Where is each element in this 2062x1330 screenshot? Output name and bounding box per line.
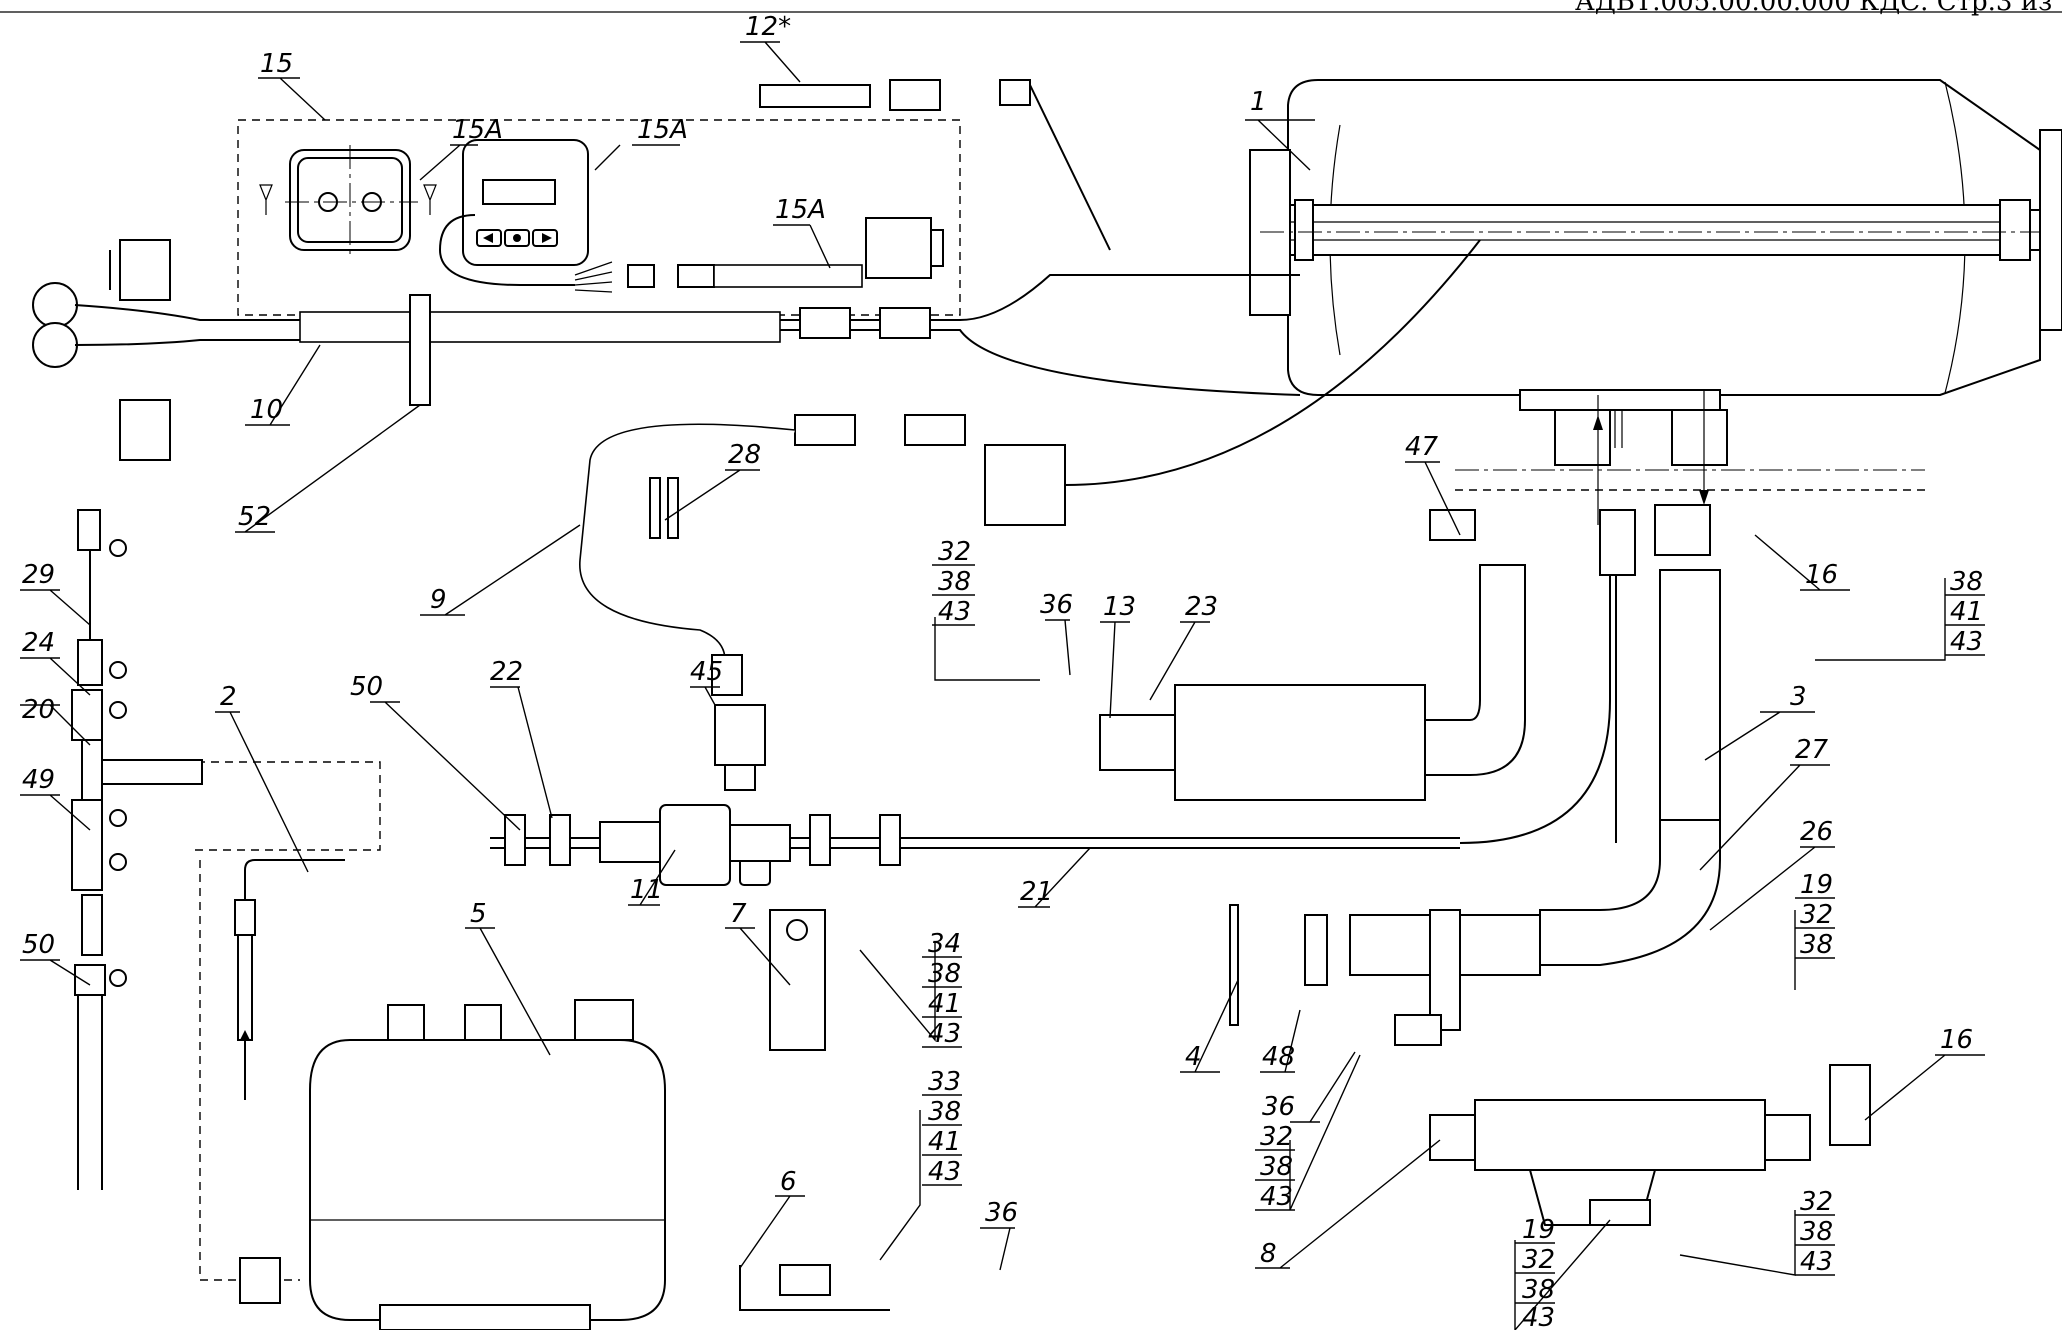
callout-7: 7 (730, 899, 747, 929)
stacked-callout-3: 34 38 41 43 (922, 929, 962, 1049)
bracket-6 (739, 1264, 890, 1311)
callout-10: 10 (250, 395, 283, 425)
stacked-callout-2: 38 41 43 (1945, 567, 1985, 657)
callout-50-a: 50 (22, 930, 55, 960)
callout-29: 29 (22, 560, 55, 590)
svg-text:19: 19 (1522, 1215, 1555, 1245)
svg-text:32: 32 (1800, 1187, 1833, 1217)
triangle-right-icon (542, 233, 552, 243)
callout-13: 13 (1103, 592, 1136, 622)
heater-unit (1249, 79, 2062, 525)
svg-text:43: 43 (1260, 1182, 1293, 1212)
svg-text:38: 38 (1800, 1217, 1833, 1247)
callout-15a-2: 15А (637, 115, 688, 145)
stacked-callout-4: 33 38 41 43 (922, 1067, 962, 1187)
svg-text:38: 38 (1800, 930, 1833, 960)
callout-48: 48 (1262, 1042, 1295, 1072)
stacked-callout-8: 32 38 43 (1795, 1187, 1835, 1277)
svg-text:43: 43 (1800, 1247, 1833, 1277)
callout-2: 2 (220, 682, 237, 712)
circle-center-icon (513, 234, 521, 242)
callout-15a-1: 15А (452, 115, 503, 145)
callout-49: 49 (22, 765, 55, 795)
svg-text:38: 38 (1260, 1152, 1293, 1182)
callout-24: 24 (22, 628, 55, 658)
svg-text:41: 41 (928, 989, 961, 1019)
callout-5: 5 (470, 899, 487, 929)
triangle-left-icon (483, 233, 493, 243)
callout-52: 52 (238, 502, 271, 532)
callout-36-b: 36 (1262, 1092, 1295, 1122)
callout-16-b: 16 (1940, 1025, 1973, 1055)
callout-11: 11 (630, 875, 663, 905)
callout-4: 4 (1185, 1042, 1202, 1072)
svg-text:43: 43 (928, 1157, 961, 1187)
svg-text:32: 32 (1260, 1122, 1293, 1152)
bracket-7 (769, 909, 826, 1051)
callout-27: 27 (1795, 735, 1829, 765)
callout-12: 12* (745, 12, 791, 42)
svg-text:41: 41 (1950, 597, 1983, 627)
callout-20: 20 (22, 695, 55, 725)
title-block-text: АДБТ.005.00.00.000 КДС. Стр.3 из (1575, 0, 2052, 17)
svg-text:34: 34 (928, 929, 961, 959)
callout-1: 1 (1250, 87, 1267, 117)
svg-text:33: 33 (928, 1067, 961, 1097)
callout-47: 47 (1405, 432, 1439, 462)
callout-28: 28 (728, 440, 761, 470)
stacked-callout-6: 32 38 43 (1255, 1122, 1295, 1212)
callout-45: 45 (690, 657, 723, 687)
callout-leaders (20, 41, 1985, 1330)
svg-text:38: 38 (938, 567, 971, 597)
stacked-callout-7: 19 32 38 43 (1515, 1215, 1555, 1330)
fuel-tee-assembly (71, 509, 203, 1190)
stacked-callout-1: 32 38 43 (932, 537, 975, 627)
svg-text:32: 32 (1522, 1245, 1555, 1275)
callout-26: 26 (1800, 817, 1833, 847)
callout-16-a: 16 (1805, 560, 1838, 590)
callout-15a-3: 15А (775, 195, 826, 225)
svg-text:38: 38 (928, 959, 961, 989)
svg-text:32: 32 (1800, 900, 1833, 930)
svg-text:41: 41 (928, 1127, 961, 1157)
svg-text:19: 19 (1800, 870, 1833, 900)
svg-text:38: 38 (1950, 567, 1983, 597)
fuel-tank (239, 999, 666, 1330)
svg-text:32: 32 (938, 537, 971, 567)
callout-21: 21 (1020, 877, 1053, 907)
svg-text:43: 43 (1950, 627, 1983, 657)
callout-6: 6 (780, 1167, 797, 1197)
callout-36-c: 36 (985, 1198, 1018, 1228)
callout-36-a: 36 (1040, 590, 1073, 620)
exhaust-and-intake (1099, 504, 1871, 1226)
callout-23: 23 (1185, 592, 1218, 622)
svg-text:43: 43 (1522, 1303, 1555, 1330)
svg-text:38: 38 (928, 1097, 961, 1127)
svg-text:43: 43 (938, 597, 971, 627)
callout-3: 3 (1790, 682, 1807, 712)
callout-8: 8 (1260, 1239, 1277, 1269)
control-panel-display (438, 139, 944, 293)
callout-22: 22 (490, 657, 523, 687)
callout-9: 9 (430, 585, 447, 615)
callout-50-b: 50 (350, 672, 383, 702)
stacked-callout-5: 19 32 38 (1795, 870, 1835, 960)
callout-15: 15 (260, 49, 293, 79)
wiring-harness (32, 79, 1481, 696)
svg-text:38: 38 (1522, 1275, 1555, 1305)
svg-text:43: 43 (928, 1019, 961, 1049)
control-panel-bracket (259, 145, 437, 258)
